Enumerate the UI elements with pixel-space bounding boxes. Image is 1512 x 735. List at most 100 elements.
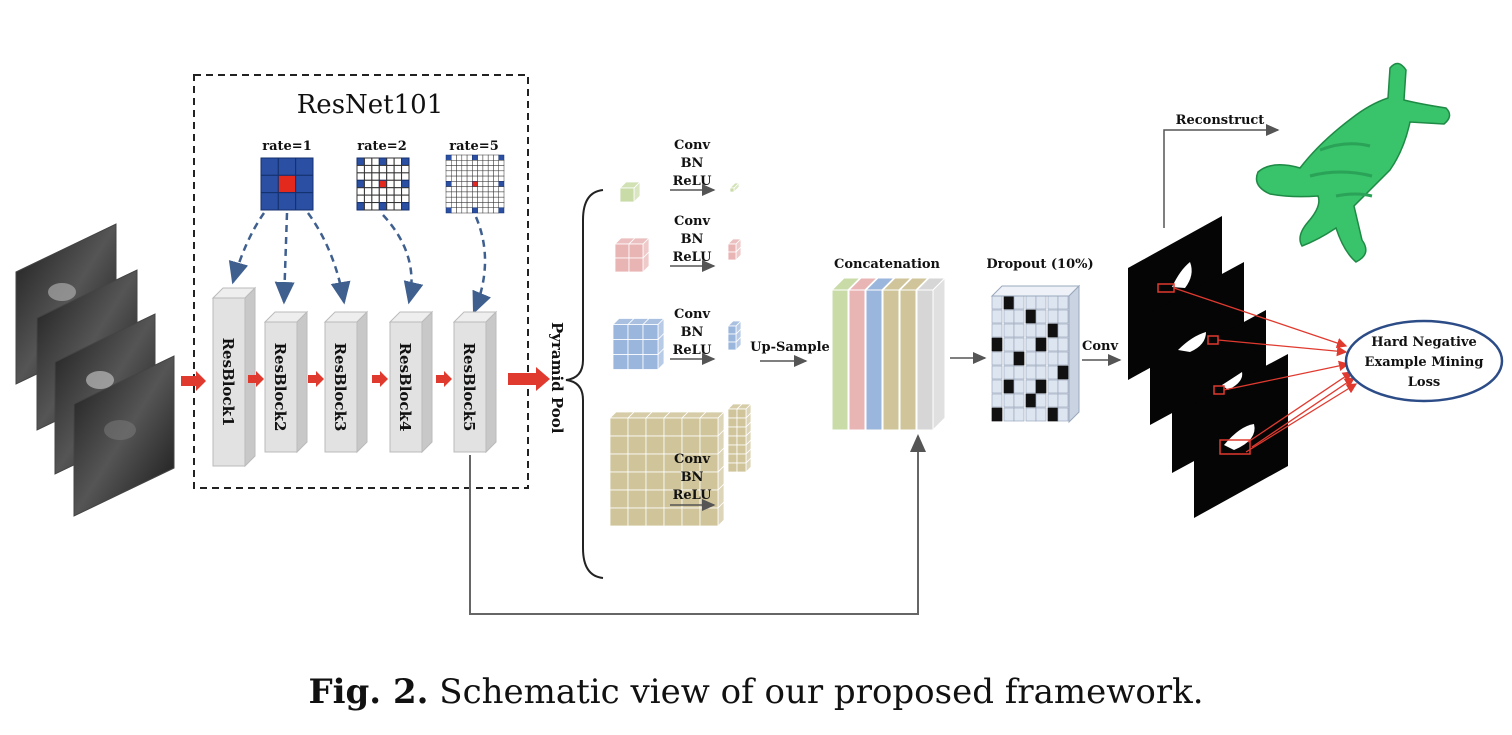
kept-unit xyxy=(1013,309,1025,324)
kept-unit xyxy=(1047,351,1059,366)
resblock-3: ResBlock3 xyxy=(323,310,369,454)
resblock-1: ResBlock1 xyxy=(211,286,257,468)
resblock-label: ResBlock3 xyxy=(331,343,349,432)
kept-unit xyxy=(1057,393,1069,408)
kept-unit xyxy=(1057,351,1069,366)
kept-unit xyxy=(1003,351,1015,366)
kept-unit xyxy=(1047,379,1059,394)
resblock-4: ResBlock4 xyxy=(388,310,434,454)
pyramid-level-output-2 xyxy=(727,238,742,261)
rate-label-3: rate=5 xyxy=(449,139,499,154)
dropped-unit xyxy=(1035,337,1047,352)
pyramid-levels xyxy=(609,181,752,527)
dilated-kernel-rate-5 xyxy=(445,154,505,214)
dropped-unit xyxy=(1047,407,1059,422)
loss-ellipse xyxy=(1344,319,1504,403)
dropped-unit xyxy=(1047,323,1059,338)
resblock-label: ResBlock5 xyxy=(460,343,478,432)
loss-line-1: Hard Negative xyxy=(1371,335,1477,350)
conv-bn-relu-group-1: Conv BN ReLU xyxy=(673,138,713,189)
op-relu: ReLU xyxy=(673,343,713,358)
pyramid-level-output-3 xyxy=(727,320,742,351)
kept-unit xyxy=(1057,379,1069,394)
reconstruct-label: Reconstruct xyxy=(1176,113,1265,128)
input-mri-stack xyxy=(15,223,175,517)
op-conv: Conv xyxy=(674,452,710,467)
op-conv: Conv xyxy=(674,138,710,153)
kept-unit xyxy=(1057,309,1069,324)
pyramid-brace xyxy=(565,189,604,579)
reconstructed-3d-mesh xyxy=(1255,62,1451,263)
dropout-label: Dropout (10%) xyxy=(986,257,1093,272)
kept-unit xyxy=(1057,323,1069,338)
kept-unit xyxy=(1025,365,1037,380)
kept-unit xyxy=(1057,295,1069,310)
dropout-block xyxy=(990,284,1081,424)
kept-unit xyxy=(1025,351,1037,366)
kept-unit xyxy=(1003,309,1015,324)
kept-unit xyxy=(1013,323,1025,338)
kept-unit xyxy=(1003,323,1015,338)
kernel-to-block-arrows xyxy=(228,212,491,315)
kept-unit xyxy=(1013,295,1025,310)
kept-unit xyxy=(991,365,1003,380)
kept-unit xyxy=(1025,407,1037,422)
pyramid-level-3 xyxy=(612,317,665,371)
final-conv-label: Conv xyxy=(1082,339,1118,354)
dropped-unit xyxy=(1003,379,1015,394)
kept-unit xyxy=(991,309,1003,324)
kept-unit xyxy=(991,295,1003,310)
resblock-label: ResBlock4 xyxy=(396,343,414,432)
kept-unit xyxy=(1047,295,1059,310)
kept-unit xyxy=(1013,407,1025,422)
dropped-unit xyxy=(1003,295,1015,310)
dilated-kernel-rate-2 xyxy=(356,157,410,211)
reconstruct-arrow xyxy=(1163,124,1280,228)
resblock-label: ResBlock1 xyxy=(219,338,237,427)
kept-unit xyxy=(1047,365,1059,380)
loss-line-3: Loss xyxy=(1408,375,1440,390)
figure-caption: Fig. 2. Schematic view of our proposed f… xyxy=(0,672,1512,712)
skip-connection xyxy=(469,434,926,615)
pyramid-pool-label: Pyramid Pool xyxy=(548,322,566,434)
resblock-5: ResBlock5 xyxy=(452,310,498,454)
kept-unit xyxy=(1013,393,1025,408)
op-relu: ReLU xyxy=(673,250,713,265)
kept-unit xyxy=(1003,393,1015,408)
op-conv: Conv xyxy=(674,307,710,322)
upsample-label: Up-Sample xyxy=(750,340,830,355)
resblock-2: ResBlock2 xyxy=(263,310,309,454)
kept-unit xyxy=(1013,379,1025,394)
dilated-kernel-rate-1 xyxy=(260,157,314,211)
kept-unit xyxy=(991,323,1003,338)
resblock-label: ResBlock2 xyxy=(271,343,289,432)
kept-unit xyxy=(1035,309,1047,324)
kept-unit xyxy=(1003,365,1015,380)
dropped-unit xyxy=(1013,351,1025,366)
op-conv: Conv xyxy=(674,214,710,229)
pyramid-level-4 xyxy=(609,411,725,527)
pyramid-level-output-1 xyxy=(729,182,740,193)
resnet-title: ResNet101 xyxy=(297,90,444,120)
kept-unit xyxy=(1057,407,1069,422)
pyramid-level-1 xyxy=(619,181,641,203)
kept-unit xyxy=(1047,393,1059,408)
dropped-unit xyxy=(991,337,1003,352)
loss-line-2: Example Mining xyxy=(1365,355,1484,370)
kept-unit xyxy=(1035,407,1047,422)
kept-unit xyxy=(991,351,1003,366)
op-bn: BN xyxy=(681,470,704,485)
kept-unit xyxy=(1057,337,1069,352)
rate-label-1: rate=1 xyxy=(262,139,312,154)
kept-unit xyxy=(1035,295,1047,310)
kept-unit xyxy=(1035,365,1047,380)
concat-slab-6 xyxy=(915,276,947,432)
op-relu: ReLU xyxy=(673,174,713,189)
hard-negative-arrows xyxy=(1173,287,1358,453)
caption-text: Schematic view of our proposed framework… xyxy=(439,672,1204,712)
conv-bn-relu-group-4: Conv BN ReLU xyxy=(673,452,713,503)
op-bn: BN xyxy=(681,156,704,171)
kept-unit xyxy=(1047,309,1059,324)
rate-label-2: rate=2 xyxy=(357,139,407,154)
kept-unit xyxy=(1025,379,1037,394)
